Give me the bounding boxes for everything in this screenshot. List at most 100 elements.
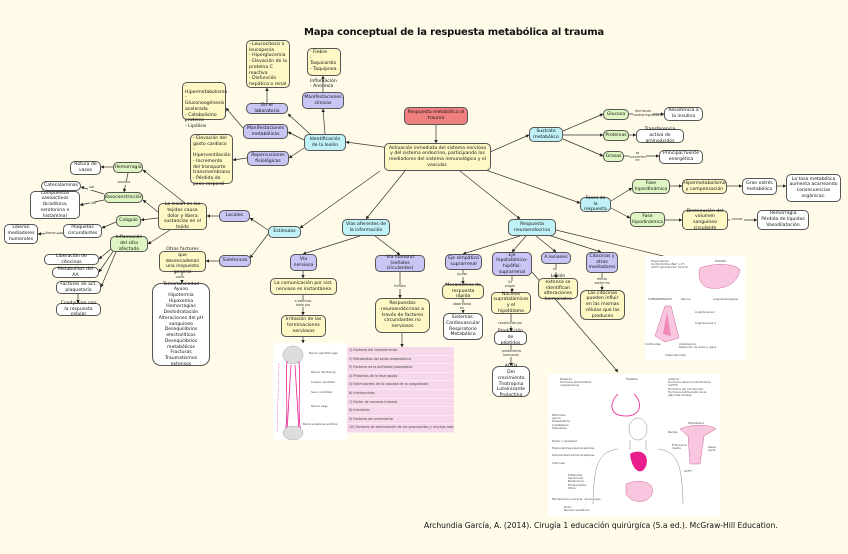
rotura-node[interactable]: Rotura de vasos xyxy=(70,161,101,175)
transferencia-label: Transferencia activa de aminoácidos xyxy=(644,127,676,144)
via-nerviosa-node[interactable]: Vía nerviosa xyxy=(290,254,317,271)
mecanismos-node[interactable]: Mecanismos de respuesta rápida xyxy=(442,283,484,299)
connector-arrow xyxy=(459,170,521,220)
comunicacion-node[interactable]: La comunicación por sist. nervioso es in… xyxy=(270,278,337,295)
proteinas-node[interactable]: Proteínas xyxy=(603,130,629,141)
resp-neuroendocrina-node[interactable]: Respuesta neuroendocrina xyxy=(508,219,556,236)
transferencia-node[interactable]: Transferencia activa de aminoácidos xyxy=(636,127,684,144)
estimulos-node[interactable]: Estímulos xyxy=(268,226,301,238)
estres-node[interactable]: Gran estrés metabólico xyxy=(742,178,777,195)
grasas-node[interactable]: Grasas xyxy=(603,151,624,162)
fuente-node[interactable]: Principal fuente energética xyxy=(659,150,703,164)
eje-hhs-node[interactable]: Eje hipotalámico-hipófisi-suprarrenal xyxy=(492,252,532,276)
nucleos-node[interactable]: Núcleos supratalámicos y el hipotálamo xyxy=(491,292,531,314)
locales-node[interactable]: Locales xyxy=(219,210,250,222)
body-caption-10: Dolor Nervios somáticos xyxy=(564,505,590,513)
lesion-tejidos-node[interactable]: La lesión en los tejidos causa dolor y l… xyxy=(158,202,207,230)
comunicacion-edge-label: a estímulo dado por xyxy=(294,299,312,308)
repercusiones-node[interactable]: - Elevación del gasto cardíaco - Hiperve… xyxy=(247,151,289,166)
factor-item: 1) Factores del complemento xyxy=(346,347,454,356)
hiperdinamica-node[interactable]: Fase hiperdinámica xyxy=(632,179,670,194)
disminucion-node[interactable]: Disminución del volumen sanguíneo circul… xyxy=(682,209,728,231)
hemorragia-perdida-label: Hemorragia Pérdida de líquidos Vasodilat… xyxy=(761,211,805,228)
factores-plaq-node[interactable]: Factores de act. plaquetaria xyxy=(56,281,101,294)
laboratorio-node[interactable]: En el laboratorio xyxy=(246,103,288,114)
vasoactivos-label: Compuestos vasoactivos (bradikina, serot… xyxy=(40,190,70,219)
sistemicos-node[interactable]: Sistémicos xyxy=(219,255,251,267)
irritacion-node[interactable]: Irritación de las terminaciones nerviosa… xyxy=(281,315,326,337)
factores-plaq-label: Factores de act. plaquetaria xyxy=(60,281,97,293)
connector-arrow xyxy=(544,233,602,253)
hipodinamica-node[interactable]: Fase hipodinámica xyxy=(630,212,665,227)
sustrato-label: Sustrato metabólico xyxy=(533,128,559,140)
grasas-label: Grasas xyxy=(605,153,622,159)
catecolaminas-label: Catecolaminas xyxy=(44,183,78,189)
glucosa-label: Glucosa xyxy=(606,111,626,117)
hormonas-label: ACTH Del crecimiento Tirotropina Luteini… xyxy=(496,364,526,398)
connector-arrow xyxy=(140,217,159,222)
metabolitos-aa-node[interactable]: Metabolitos del AA xyxy=(52,267,99,278)
humoral-edge-label: Existen xyxy=(394,284,406,289)
manif-clinicas-node[interactable]: Manifestaciones clínicas xyxy=(302,92,344,109)
fuente-label: Principal fuente energética xyxy=(663,151,699,162)
citocinas-med-node[interactable]: Citocinas y otros mediadores xyxy=(586,252,618,273)
nucleos-edge-label: constituido por xyxy=(498,321,522,326)
a-lesiones-node[interactable]: A lesiones xyxy=(541,252,571,264)
nucleos-label: Núcleos supratalámicos y el hipotálamo xyxy=(493,291,529,314)
estres-label: Gran estrés metabólico xyxy=(746,180,773,192)
nervous-caption-1: Nervio del Hering xyxy=(311,370,336,374)
adrenal-caption-2: SUPRARRENALES xyxy=(648,297,673,301)
adrenal-caption-0: Hipovolemia Corticotrofina (Na⁺ y K⁺) AC… xyxy=(651,259,688,270)
plaquetas-node[interactable]: Plaquetas circundantes xyxy=(63,224,102,238)
via-humoral-node[interactable]: Vía humoral (señales circulantes) xyxy=(375,255,425,272)
citocinas-influir-node[interactable]: Las citocinas pueden influir en las mism… xyxy=(580,290,625,320)
otros-factores-node[interactable]: Otros factores que desencadenan una resp… xyxy=(159,247,206,275)
hemorragia-perdida-node[interactable]: Hemorragia Pérdida de líquidos Vasodilat… xyxy=(757,210,809,230)
resistencia-node[interactable]: Resistencia a la insulina xyxy=(664,107,703,121)
respuestas-neuro-node[interactable]: Respuestas neuroendócrinas a través de f… xyxy=(375,298,430,333)
activation-node[interactable]: Activación inmediata del sistema nervios… xyxy=(384,143,491,171)
inflamacion-node[interactable]: Inflamación del sitio afectado xyxy=(110,235,148,252)
coadyuvan-node[interactable]: Coadyuvan con la respuesta celular xyxy=(56,300,101,318)
eje-simpatico-node[interactable]: Eje simpático suprarrenal xyxy=(445,254,482,270)
catecolaminas-node[interactable]: Catecolaminas xyxy=(41,181,81,191)
connector-arrow xyxy=(249,233,269,259)
vasoconstriccion-node[interactable]: Vasoconstricción xyxy=(104,192,143,203)
via-nerviosa-label: Vía nerviosa xyxy=(293,256,314,268)
mediadores-node[interactable]: Liberan mediadores humorales xyxy=(4,224,38,244)
hipermet-comp-node[interactable]: Hipermetabolismo y compensación xyxy=(682,179,727,194)
otros-list: Temorlansiedad Ayuno Hipotermia Hipoxemi… xyxy=(152,282,210,367)
peptidos-node[interactable]: Producción de péptidos xyxy=(494,329,527,346)
vasoconstriccion-label: Vasoconstricción xyxy=(104,194,143,200)
adrenal-caption-1: HÍGADO xyxy=(715,259,727,263)
coadyuvan-label: Coadyuvan con la respuesta celular xyxy=(60,300,97,318)
hemorragia-node[interactable]: Hemorragia xyxy=(113,162,143,173)
coagulo-node[interactable]: Coágulo xyxy=(116,215,141,227)
nervous-caption-4: Nervio vago xyxy=(311,404,328,408)
sistemas-node[interactable]: Sistemas: Cardiovascular Respiratorio Me… xyxy=(443,313,483,340)
glucosa-node[interactable]: Glucosa xyxy=(603,109,629,120)
identificacion-node[interactable]: Identificación de la lesión xyxy=(304,134,346,151)
lesion-extensa-node[interactable]: Lesión extensa se identifican alteracion… xyxy=(538,274,578,302)
hormonas-node[interactable]: ACTH Del crecimiento Tirotropina Luteini… xyxy=(492,364,530,398)
fases-node[interactable]: Fases de la respuesta xyxy=(580,196,611,212)
manif-metabolicas-label: Manifestaciones metabólicas xyxy=(246,125,285,137)
connector-arrow xyxy=(147,229,171,245)
tasa-node[interactable]: La tasa metabólica aumenta acarreando co… xyxy=(786,174,841,202)
vasoactivos-node[interactable]: Compuestos vasoactivos (bradikina, serot… xyxy=(30,191,80,219)
nervous-caption-2: Cuerpo carotídeo xyxy=(311,380,336,384)
root-node[interactable]: Respuesta metabólica al trauma xyxy=(404,107,468,125)
citocinas-label: Liberación de citocinas xyxy=(55,253,87,265)
citocinas-node[interactable]: Liberación de citocinas xyxy=(44,254,99,265)
hipermet-comp-label: Hipermetabolismo y compensación xyxy=(683,180,726,192)
connector-arrow xyxy=(562,138,604,157)
clinicas-list: - Fiebre - Taquicardia - Taquipnea - Inf… xyxy=(307,48,341,89)
vias-aferentes-node[interactable]: Vías aferentes de la información xyxy=(342,219,390,236)
repercusiones-label: Repercusiones fisiológicas xyxy=(251,152,285,164)
manif-metabolicas-node[interactable]: Manifestaciones metabólicas xyxy=(243,124,288,139)
root-label: Respuesta metabólica al trauma xyxy=(407,110,465,121)
nervous-caption-3: Seno carotídeo xyxy=(311,390,333,394)
factor-item: 5) Estimulantes de la cascada de la coag… xyxy=(346,381,454,390)
adrenal-caption-8: Aldosterona Retención de sodio y agua xyxy=(679,342,717,350)
sustrato-node[interactable]: Sustrato metabólico xyxy=(529,127,563,142)
